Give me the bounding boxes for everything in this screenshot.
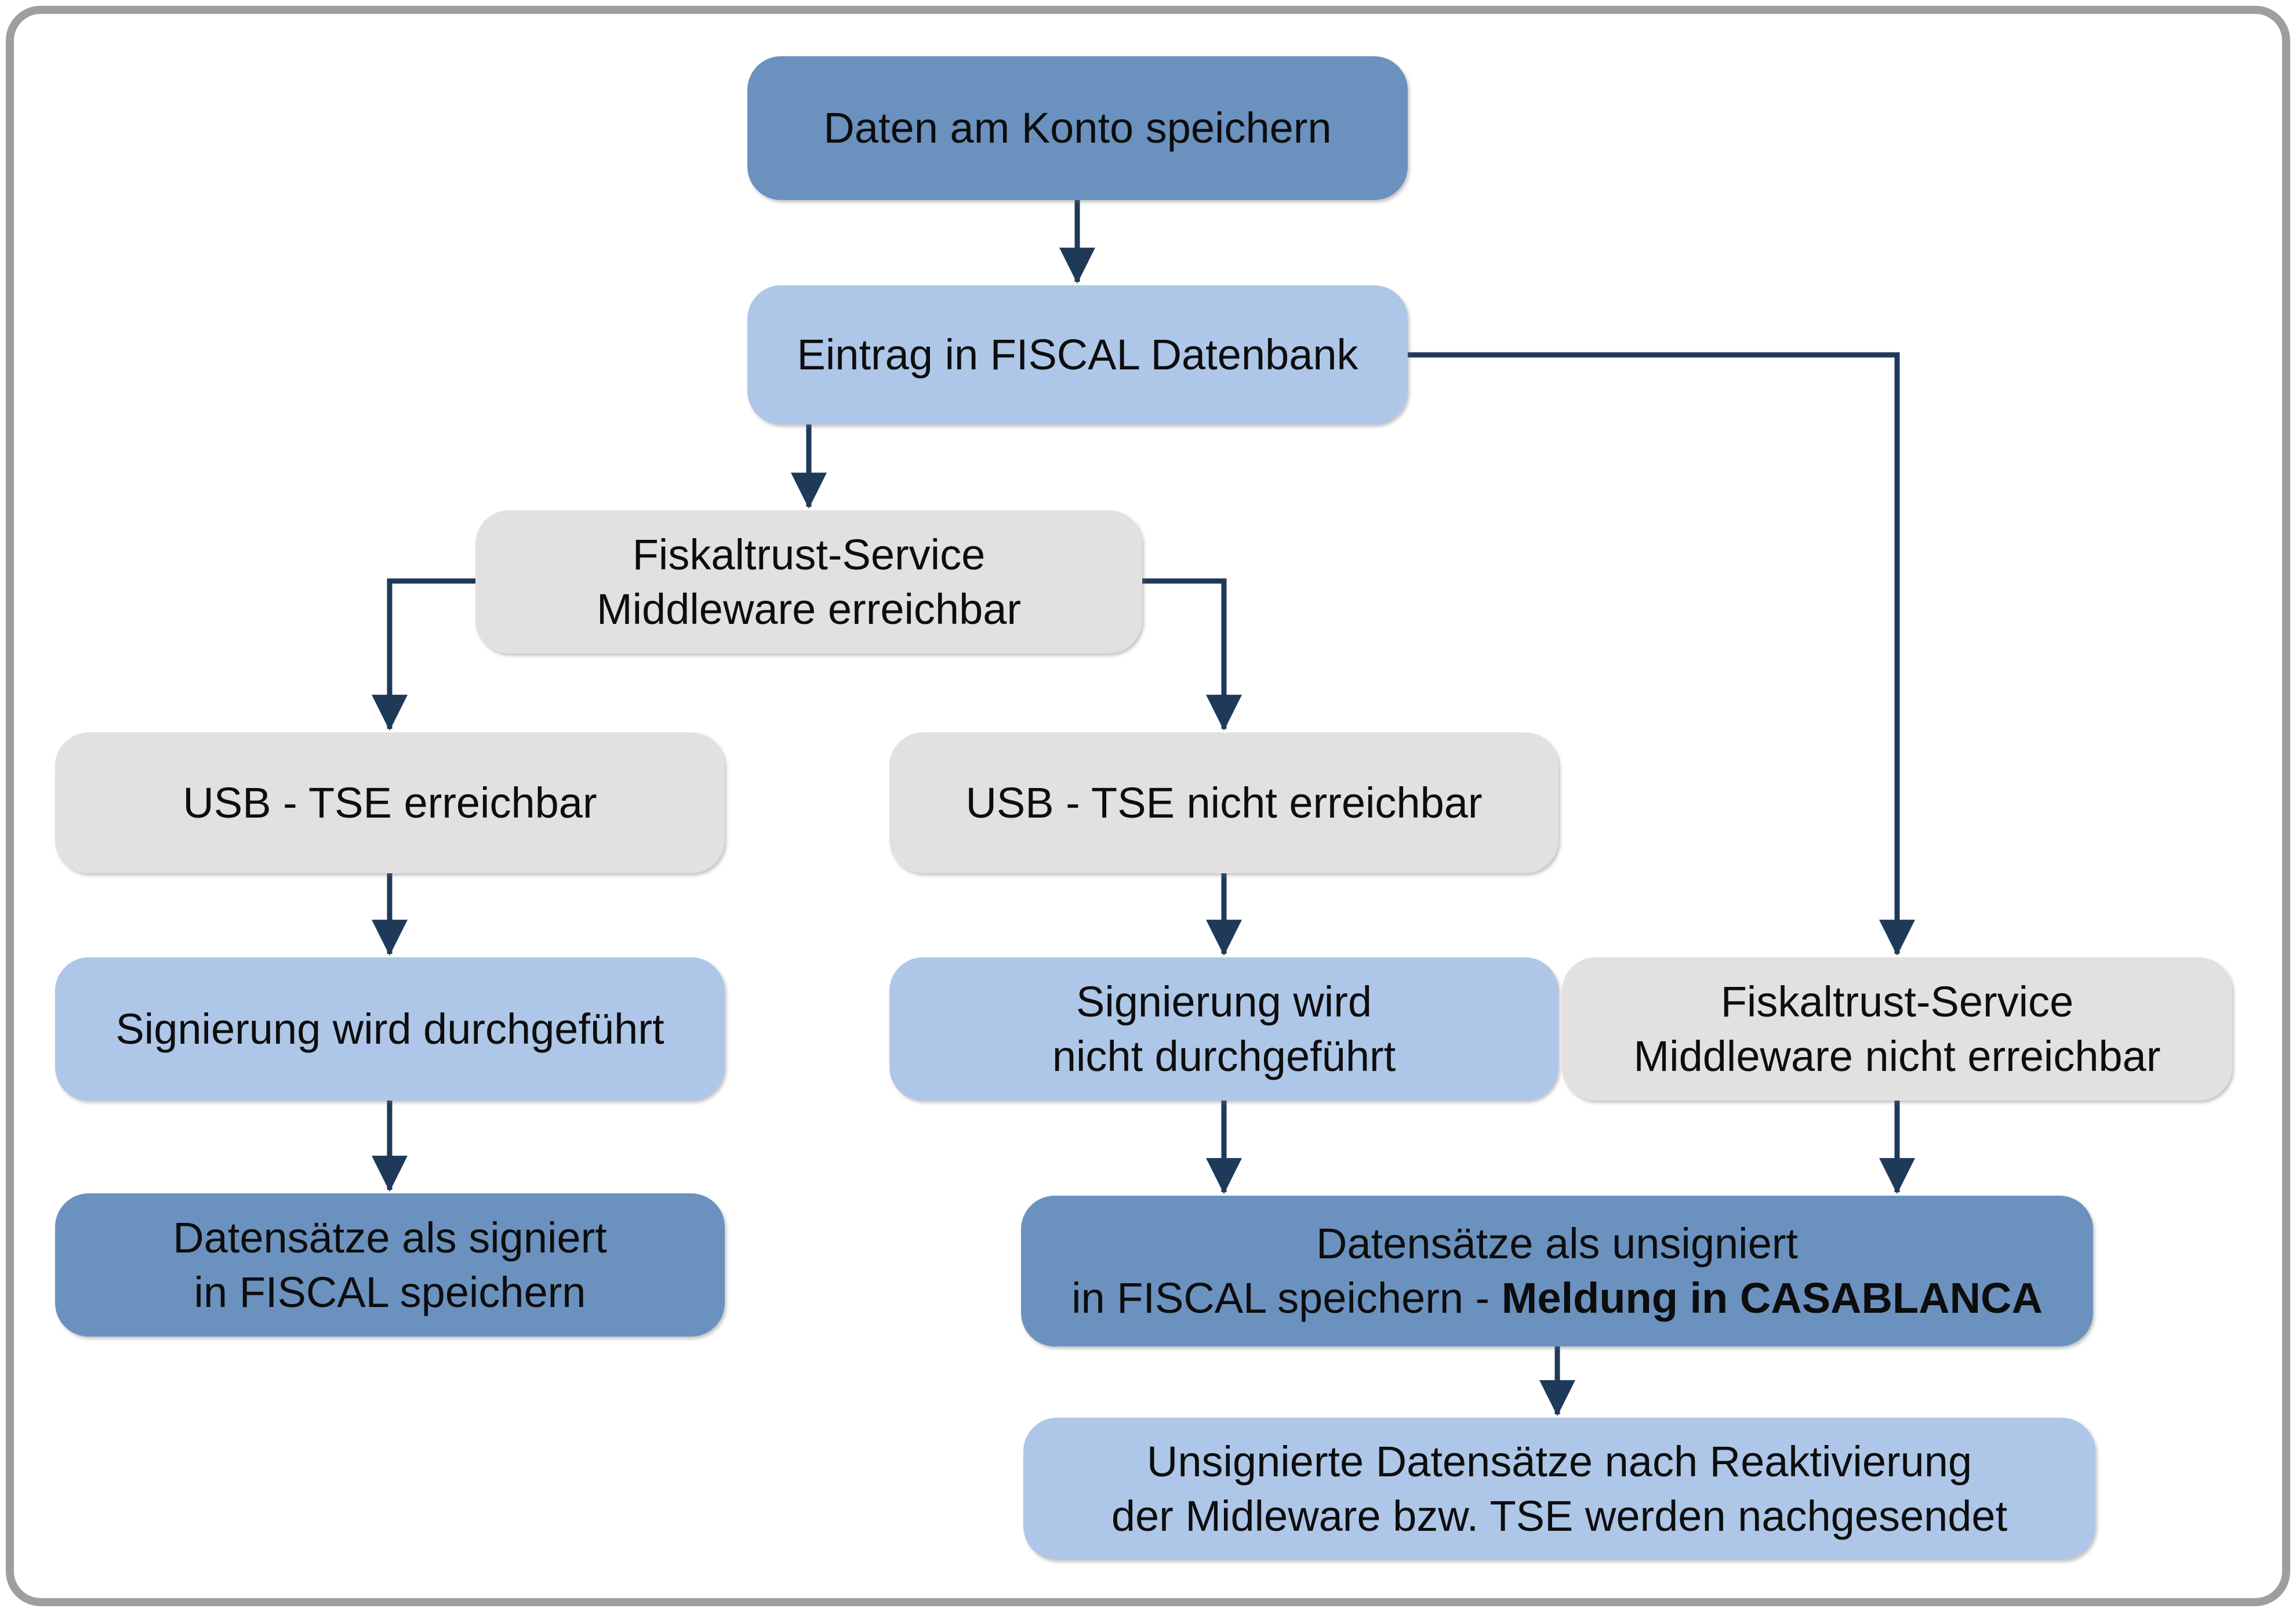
- node-usb-tse-erreichbar: USB - TSE erreichbar: [55, 732, 725, 873]
- node-signierung-nicht-durchgefuehrt: Signierung wird nicht durchgeführt: [889, 957, 1558, 1101]
- node-label: USB - TSE erreichbar: [183, 778, 597, 827]
- node-label-line1: Fiskaltrust-Service: [632, 530, 986, 579]
- node-label: Signierung wird durchgeführt: [115, 1004, 664, 1053]
- edge-eintrag-to-middleware-nicht-erreichbar: [1408, 352, 1915, 956]
- node-label-line1: Signierung wird: [1076, 977, 1372, 1026]
- node-label-line1: Fiskaltrust-Service: [1720, 977, 2074, 1026]
- node-label-line2: der Midleware bzw. TSE werden nachgesend…: [1111, 1491, 2008, 1540]
- node-datensaetze-als-unsigniert-meldung-casablanca: Datensätze als unsigniert in FISCAL spei…: [1021, 1196, 2093, 1346]
- node-label: Daten am Konto speichern: [823, 104, 1332, 152]
- node-datensaetze-als-signiert-speichern: Datensätze als signiert in FISCAL speich…: [55, 1193, 725, 1337]
- node-label-line1: Datensätze als signiert: [173, 1213, 607, 1262]
- node-label-line2-bold: Meldung in CASABLANCA: [1501, 1274, 2043, 1322]
- node-label: Eintrag in FISCAL Datenbank: [797, 331, 1358, 379]
- node-label: USB - TSE nicht erreichbar: [965, 778, 1483, 827]
- node-label-line2: nicht durchgeführt: [1052, 1032, 1396, 1080]
- node-unsignierte-datensaetze-nachgesendet: Unsignierte Datensätze nach Reaktivierun…: [1023, 1418, 2095, 1560]
- node-label-line2: in FISCAL speichern: [194, 1268, 586, 1316]
- node-label-line2-normal: in FISCAL speichern -: [1071, 1274, 1502, 1322]
- node-signierung-durchgefuehrt: Signierung wird durchgeführt: [55, 957, 725, 1101]
- edge-middleware-to-usb-nicht-erreichbar: [1142, 578, 1242, 731]
- node-middleware-erreichbar: Fiskaltrust-Service Middleware erreichba…: [475, 510, 1142, 653]
- node-usb-tse-nicht-erreichbar: USB - TSE nicht erreichbar: [889, 732, 1558, 873]
- node-label-line2: in FISCAL speichern - Meldung in CASABLA…: [1071, 1271, 2043, 1326]
- node-eintrag-fiscal-datenbank: Eintrag in FISCAL Datenbank: [747, 285, 1408, 424]
- node-label-line1: Unsignierte Datensätze nach Reaktivierun…: [1146, 1437, 1972, 1486]
- node-label-line2: Middleware erreichbar: [596, 584, 1022, 633]
- node-daten-am-konto-speichern: Daten am Konto speichern: [747, 56, 1408, 200]
- node-label-line1: Datensätze als unsigniert: [1316, 1219, 1798, 1268]
- node-label-line2: Middleware nicht erreichbar: [1633, 1032, 2161, 1080]
- node-middleware-nicht-erreichbar: Fiskaltrust-Service Middleware nicht err…: [1562, 957, 2232, 1101]
- edge-middleware-to-usb-erreichbar: [372, 578, 475, 731]
